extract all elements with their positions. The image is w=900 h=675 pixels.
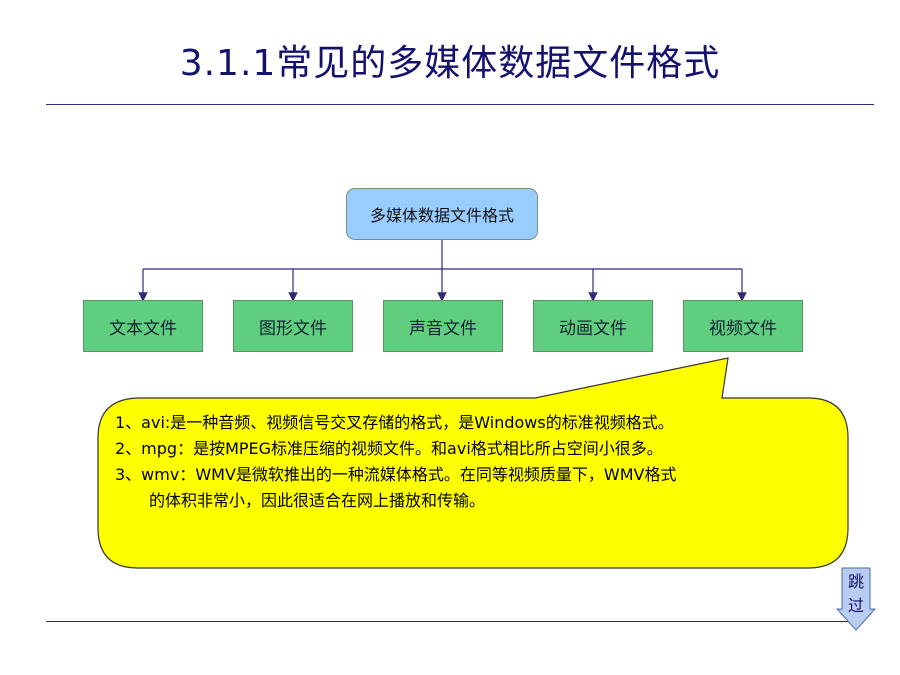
callout-line-1: 1、avi:是一种音频、视频信号交叉存储的格式，是Windows的标准视频格式。: [115, 413, 674, 432]
skip-arrow-button[interactable]: [836, 567, 876, 631]
skip-label[interactable]: 跳过: [847, 572, 864, 615]
slide-title: 3.1.1常见的多媒体数据文件格式: [179, 43, 721, 84]
node-audio-file: 声音文件: [383, 300, 503, 352]
node-video-file: 视频文件: [683, 300, 803, 352]
callout-line-2: 2、mpg：是按MPEG标准压缩的视频文件。和avi格式相比所占空间小很多。: [115, 439, 663, 458]
node-image-file: 图形文件: [233, 300, 353, 352]
callout-text: 1、avi:是一种音频、视频信号交叉存储的格式，是Windows的标准视频格式。…: [115, 410, 830, 514]
footer-divider: [46, 621, 852, 622]
callout-line-4: 的体积非常小，因此很适合在网上播放和传输。: [149, 491, 486, 510]
callout-line-3: 3、wmv：WMV是微软推出的一种流媒体格式。在同等视频质量下，WMV格式: [115, 465, 677, 484]
node-text-file: 文本文件: [83, 300, 203, 352]
title-divider: [46, 104, 874, 105]
node-animation-file: 动画文件: [533, 300, 653, 352]
root-node: 多媒体数据文件格式: [346, 188, 538, 240]
